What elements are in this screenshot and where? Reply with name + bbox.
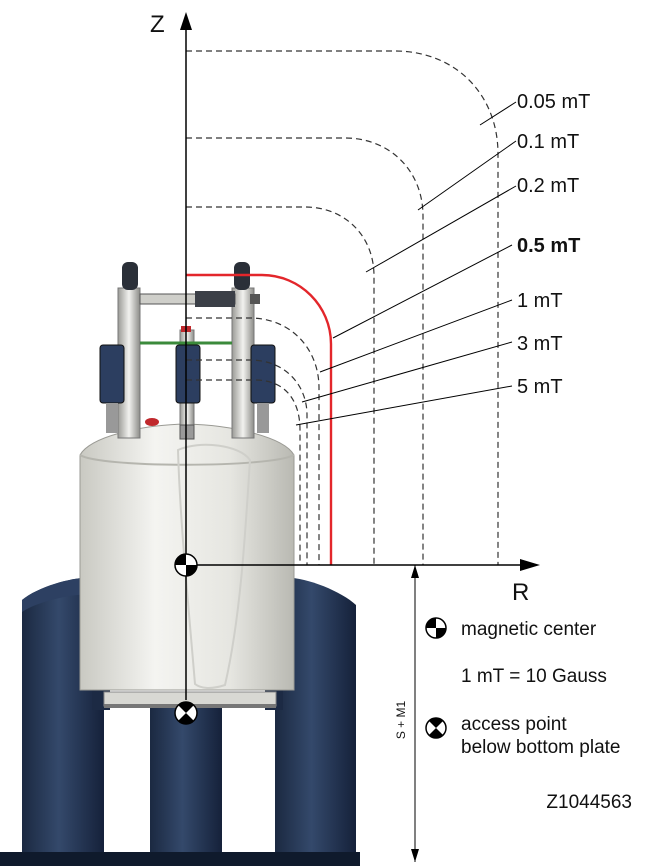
red-knob — [145, 418, 159, 426]
access-point-marker — [174, 701, 198, 725]
field-line-labels: 0.05 mT 0.1 mT 0.2 mT 0.5 mT 1 mT 3 mT 5… — [517, 91, 590, 398]
z-axis-label: Z — [150, 11, 165, 38]
r-axis-arrow — [520, 559, 540, 571]
label-0.1mT: 0.1 mT — [517, 131, 579, 153]
center-stud — [179, 424, 195, 440]
label-3mT: 3 mT — [517, 333, 563, 355]
canister-right — [250, 344, 276, 404]
canister-left — [99, 344, 125, 404]
leg-left-cap — [22, 577, 97, 612]
r-axis-label: R — [512, 579, 529, 606]
magnet-illustration — [0, 262, 360, 866]
label-0.5mT: 0.5 mT — [517, 235, 580, 257]
top-crossbar-end — [250, 294, 260, 304]
knob-left — [122, 262, 138, 290]
legend-access-point-line2: below bottom plate — [461, 737, 621, 758]
label-1mT: 1 mT — [517, 290, 563, 312]
dimension-s-m1: S + M1 — [394, 565, 419, 862]
label-0.2mT: 0.2 mT — [517, 175, 579, 197]
field-line-0.5mT — [186, 273, 333, 565]
legend-conversion: 1 mT = 10 Gauss — [461, 666, 607, 687]
field-line-0.2mT — [186, 206, 375, 565]
canister-center — [175, 344, 201, 404]
field-line-0.05mT — [186, 50, 499, 565]
legend-access-point-line1: access point — [461, 714, 567, 735]
top-crossbar-cap — [195, 291, 235, 307]
leg-center — [150, 700, 222, 866]
field-lines — [186, 50, 499, 565]
dimension-label: S + M1 — [394, 701, 408, 740]
leader-lines — [295, 101, 517, 426]
drawing-id: Z1044563 — [546, 792, 632, 813]
legend-access-point-icon — [425, 717, 447, 739]
z-axis-arrow — [180, 12, 192, 30]
label-5mT: 5 mT — [517, 376, 563, 398]
canister-right-base — [257, 403, 269, 433]
legend-magnetic-center-icon — [425, 617, 447, 639]
label-0.05mT: 0.05 mT — [517, 91, 590, 113]
legend: magnetic center 1 mT = 10 Gauss access p… — [425, 617, 632, 813]
field-line-0.1mT — [186, 137, 424, 565]
field-line-1mT — [186, 317, 320, 565]
legend-magnetic-center: magnetic center — [461, 619, 597, 640]
canister-left-base — [106, 403, 118, 433]
axes: Z R — [150, 11, 540, 725]
feet — [0, 852, 360, 866]
magnetic-center-marker — [174, 553, 198, 577]
field-line-5mT — [186, 379, 301, 565]
leg-right — [275, 577, 356, 866]
